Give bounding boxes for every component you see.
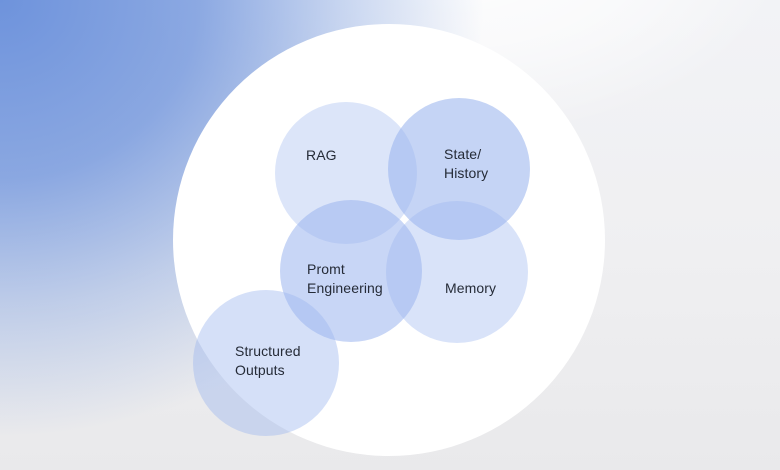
circle-state-history: [388, 98, 530, 240]
label-prompt-engineering-line2: Engineering: [307, 280, 383, 296]
label-state-history: State/ History: [444, 145, 488, 183]
label-state-history-line1: State/: [444, 146, 482, 162]
circle-prompt-engineering: [280, 200, 422, 342]
circle-structured-outputs: [193, 290, 339, 436]
label-prompt-engineering: Promt Engineering: [307, 260, 383, 298]
label-rag: RAG: [306, 147, 337, 163]
circle-memory: [386, 201, 528, 343]
label-prompt-engineering-line1: Promt: [307, 261, 345, 277]
label-memory: Memory: [445, 280, 497, 296]
label-structured-outputs-line1: Structured: [235, 343, 301, 359]
label-structured-outputs-line2: Outputs: [235, 362, 285, 378]
label-structured-outputs: Structured Outputs: [235, 342, 301, 380]
label-state-history-line2: History: [444, 165, 489, 181]
